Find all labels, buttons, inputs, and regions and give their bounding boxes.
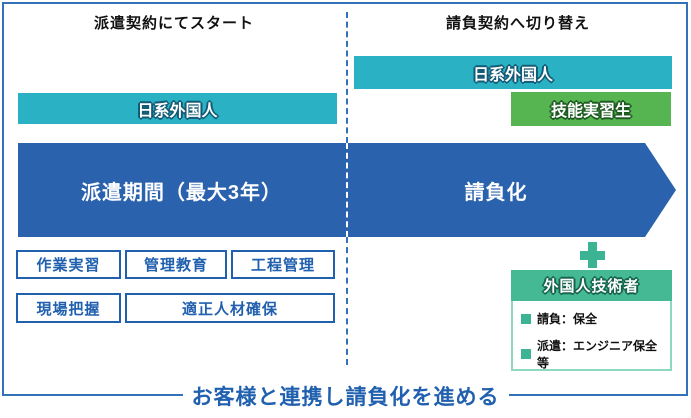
card-item-label: 請負：保全 [537, 312, 598, 326]
list-item: 派遣：エンジニア保全等 [521, 337, 662, 371]
right-section-header: 請負契約へ切り替え [445, 14, 590, 32]
foreign-engineer-card: 外国人技術者 請負：保全 派遣：エンジニア保全等 [511, 270, 672, 371]
footer-title: お客様と連携し請負化を進める [182, 381, 509, 411]
subcontract-label: 請負化 [464, 181, 528, 204]
bullet-square-icon [521, 313, 531, 324]
trainee-bar: 技能実習生 [511, 92, 671, 126]
section-divider-dashed [346, 143, 348, 237]
process-box-site-grasp: 現場把握 [16, 293, 121, 323]
foreign-engineer-card-title: 外国人技術者 [511, 270, 672, 301]
section-divider-dashed [346, 12, 348, 143]
process-box-process-control: 工程管理 [231, 250, 335, 279]
bullet-square-icon [521, 349, 531, 359]
process-box-work-training: 作業実習 [16, 250, 121, 279]
process-box-personnel-securing: 適正人材確保 [125, 293, 335, 323]
section-divider-dashed [346, 237, 348, 365]
card-item-label: 派遣：エンジニア保全等 [537, 339, 658, 370]
plus-icon [580, 242, 605, 268]
list-item: 請負：保全 [521, 310, 662, 327]
process-box-management-education: 管理教育 [125, 250, 227, 279]
left-section-header: 派遣契約にてスタート [93, 14, 254, 32]
foreign-engineer-card-body: 請負：保全 派遣：エンジニア保全等 [513, 299, 670, 371]
dispatch-period-label: 派遣期間（最大3年） [80, 181, 283, 204]
left-nikkei-bar: 日系外国人 [18, 93, 337, 124]
right-nikkei-bar: 日系外国人 [354, 56, 672, 89]
